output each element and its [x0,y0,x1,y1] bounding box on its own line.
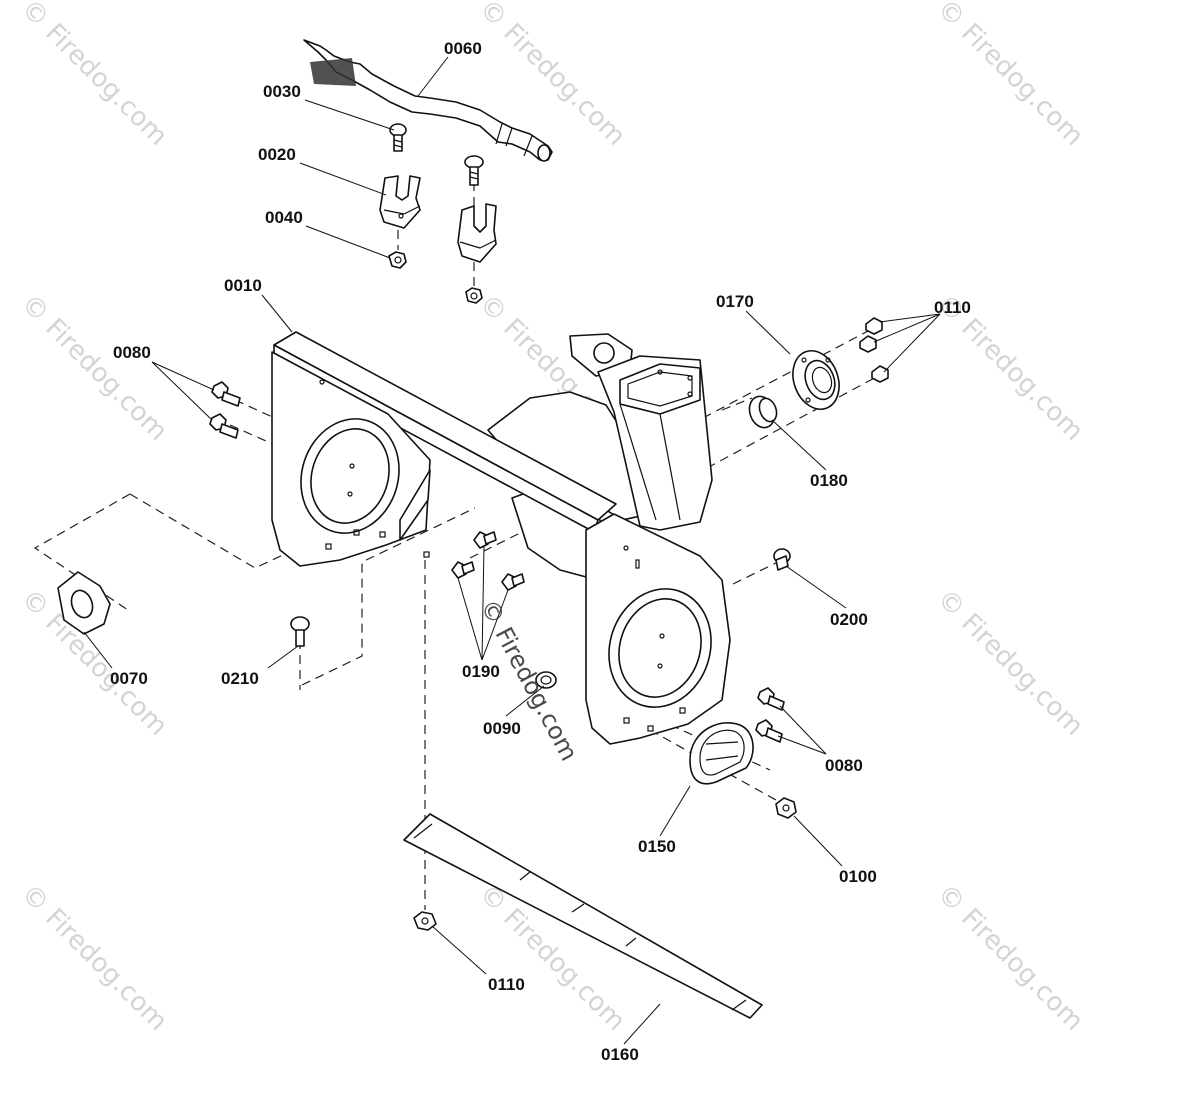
label-0210: 0210 [221,669,259,688]
label-0110: 0110 [934,298,971,317]
bearing-part [748,395,778,429]
bolt-part [209,381,241,439]
part-labels: 0060 0030 0020 0040 0010 0080 0170 0110 … [110,39,971,1064]
screw-part [773,548,791,571]
label-0040: 0040 [265,208,303,227]
label-0030: 0030 [263,82,301,101]
label-0020: 0020 [258,145,296,164]
label-0180: 0180 [810,471,848,490]
nut-part [859,317,889,383]
watermark: © Firedog.com [15,289,173,447]
nut-part [413,911,437,931]
crank-rod-part [303,39,553,162]
bearing-plate-part [57,571,111,635]
leader-lines [83,56,941,1045]
label-0080: 0080 [825,756,863,775]
bearing-housing-part [689,722,754,785]
nut-part [388,251,483,304]
spacer-part [535,671,557,689]
watermark: © Firedog.com [931,0,1089,152]
screw-part [389,123,484,186]
bolt-part [755,687,785,743]
label-0070: 0070 [110,669,148,688]
carriage-bolt-part [290,616,310,647]
bracket-part [379,175,497,263]
label-0090: 0090 [483,719,521,738]
bearing-flange-part [792,350,840,410]
label-0160: 0160 [601,1045,639,1064]
watermark: © Firedog.com [931,584,1089,742]
bolt-part [451,531,525,591]
watermark: © Firedog.com [931,879,1089,1037]
label-0080: 0080 [113,343,151,362]
label-0060: 0060 [444,39,482,58]
label-0190: 0190 [462,662,500,681]
label-0110: 0110 [488,975,525,994]
watermark: © Firedog.com [15,879,173,1037]
label-0200: 0200 [830,610,868,629]
nut-part [775,797,797,819]
label-0100: 0100 [839,867,877,886]
watermark: © Firedog.com [15,0,173,152]
shave-plate-part [403,813,763,1019]
auger-housing-part [271,331,731,745]
label-0010: 0010 [224,276,262,295]
label-0170: 0170 [716,292,754,311]
label-0150: 0150 [638,837,676,856]
